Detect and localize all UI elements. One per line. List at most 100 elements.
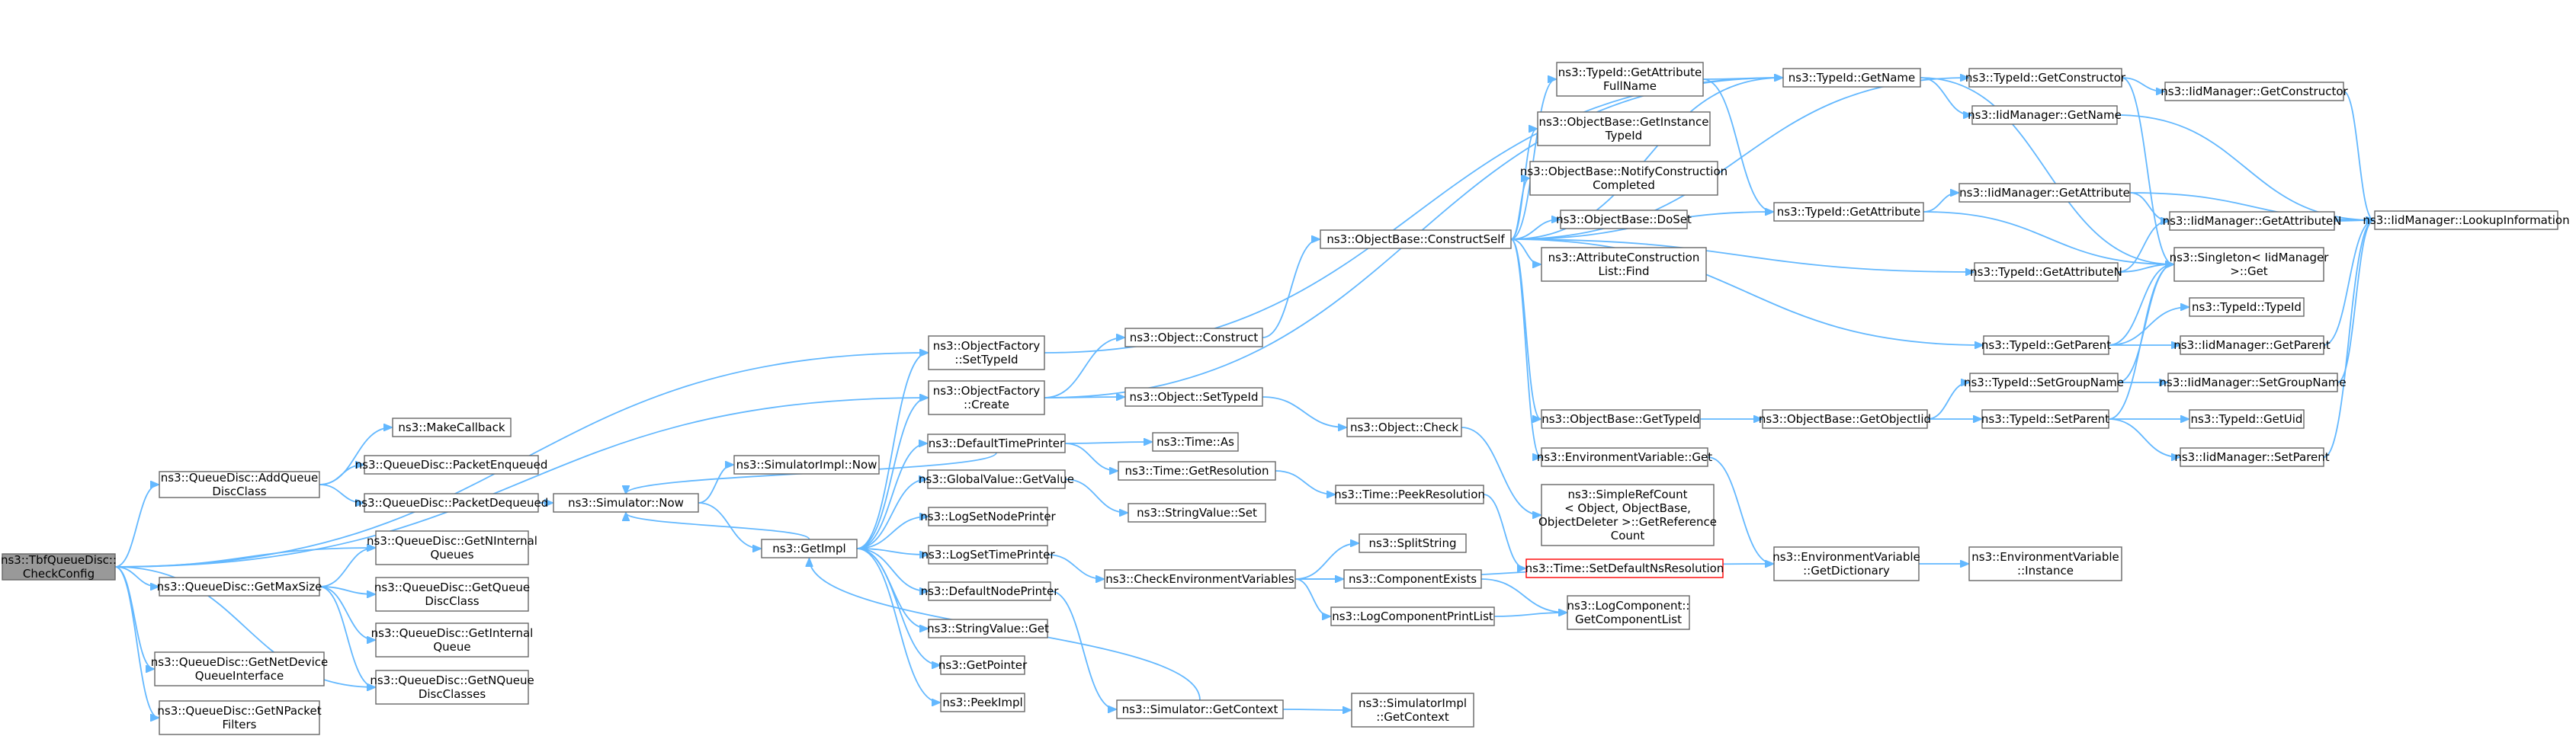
edge-deftime-to-timeas bbox=[1064, 442, 1152, 443]
node-tidtid[interactable]: ns3::TypeId::TypeId bbox=[2189, 297, 2305, 317]
edge-getimpl-to-deftime bbox=[856, 443, 927, 549]
node-label: ns3::ObjectBase::DoSet bbox=[1556, 213, 1692, 226]
edge-line bbox=[1461, 427, 1541, 515]
node-mkcb[interactable]: ns3::MakeCallback bbox=[392, 418, 512, 437]
edge-tidgetcons-to-iidgetcons bbox=[2121, 77, 2164, 91]
node-deftime[interactable]: ns3::DefaultTimePrinter bbox=[927, 434, 1066, 453]
node-peekimpl[interactable]: ns3::PeekImpl bbox=[940, 693, 1025, 712]
node-objstid[interactable]: ns3::Object::SetTypeId bbox=[1124, 387, 1263, 407]
node-getptr[interactable]: ns3::GetPointer bbox=[938, 655, 1028, 675]
node-obgtid[interactable]: ns3::ObjectBase::GetTypeId bbox=[1541, 409, 1701, 429]
node-tidgetname[interactable]: ns3::TypeId::GetName bbox=[1782, 68, 1921, 88]
node-obconself[interactable]: ns3::ObjectBase::ConstructSelf bbox=[1320, 229, 1512, 249]
node-tidgetparent[interactable]: ns3::TypeId::GetParent bbox=[1981, 335, 2111, 355]
node-tidgetcons[interactable]: ns3::TypeId::GetConstructor bbox=[1965, 68, 2126, 88]
node-tidsetparent[interactable]: ns3::TypeId::SetParent bbox=[1981, 409, 2109, 429]
node-box bbox=[1968, 546, 2122, 581]
node-penq[interactable]: ns3::QueueDisc::PacketEnqueued bbox=[355, 455, 548, 475]
node-box bbox=[1981, 409, 2109, 429]
node-srcref[interactable]: ns3::SimpleRefCount< Object, ObjectBase,… bbox=[1538, 484, 1717, 546]
node-tidgetattrn[interactable]: ns3::TypeId::GetAttributeN bbox=[1970, 262, 2122, 282]
node-singleton[interactable]: ns3::Singleton< IidManager>::Get bbox=[2170, 247, 2330, 282]
node-envinst[interactable]: ns3::EnvironmentVariable::Instance bbox=[1968, 546, 2122, 581]
node-label: ns3::Object::Check bbox=[1350, 421, 1458, 434]
node-strvset[interactable]: ns3::StringValue::Set bbox=[1128, 503, 1266, 523]
node-netdev[interactable]: ns3::QueueDisc::GetNetDeviceQueueInterfa… bbox=[151, 651, 329, 686]
node-tidgetuid[interactable]: ns3::TypeId::GetUid bbox=[2189, 409, 2305, 429]
node-getmax[interactable]: ns3::QueueDisc::GetMaxSize bbox=[157, 577, 322, 597]
node-obgoiid[interactable]: ns3::ObjectBase::GetObjectIid bbox=[1759, 409, 1931, 429]
node-simimplctx[interactable]: ns3::SimulatorImpl::GetContext bbox=[1351, 693, 1474, 728]
node-getimpl[interactable]: ns3::GetImpl bbox=[761, 539, 858, 558]
node-compex[interactable]: ns3::ComponentExists bbox=[1343, 569, 1482, 589]
node-iidgetattr[interactable]: ns3::IidManager::GetAttribute bbox=[1958, 183, 2131, 203]
node-box bbox=[1762, 409, 1928, 429]
node-simimplnow[interactable]: ns3::SimulatorImpl::Now bbox=[733, 455, 880, 475]
node-iidgetcons[interactable]: ns3::IidManager::GetConstructor bbox=[2161, 82, 2349, 101]
node-objcons[interactable]: ns3::Object::Construct bbox=[1124, 328, 1263, 347]
node-ofcreate[interactable]: ns3::ObjectFactory::Create bbox=[928, 380, 1045, 415]
node-label: ns3::Simulator::Now bbox=[568, 496, 684, 510]
node-box bbox=[1782, 68, 1921, 88]
node-timeas[interactable]: ns3::Time::As bbox=[1152, 432, 1239, 452]
node-checkenv[interactable]: ns3::CheckEnvironmentVariables bbox=[1104, 569, 1296, 589]
node-iidsetgroup[interactable]: ns3::IidManager::SetGroupName bbox=[2159, 373, 2347, 392]
node-splitstr[interactable]: ns3::SplitString bbox=[1359, 533, 1467, 553]
node-defnode[interactable]: ns3::DefaultNodePrinter bbox=[921, 581, 1060, 601]
node-logcpl[interactable]: ns3::LogComponentPrintList bbox=[1330, 606, 1495, 626]
edge-timepeek-to-timesetdef bbox=[1483, 494, 1525, 568]
node-box bbox=[1359, 533, 1467, 553]
node-box bbox=[1969, 373, 2119, 392]
edge-root-to-addqdc bbox=[114, 485, 159, 568]
edge-line bbox=[1064, 443, 1118, 471]
node-envget[interactable]: ns3::EnvironmentVariable::Get bbox=[1537, 447, 1712, 467]
node-label: GetComponentList bbox=[1575, 613, 1682, 626]
node-obncc[interactable]: ns3::ObjectBase::NotifyConstructionCompl… bbox=[1520, 161, 1727, 196]
edge-addqdc-to-penq bbox=[319, 465, 364, 485]
node-timepeek[interactable]: ns3::Time::PeekResolution bbox=[1334, 485, 1485, 504]
edge-line bbox=[698, 502, 761, 549]
node-iidgetname[interactable]: ns3::IidManager::GetName bbox=[1968, 105, 2122, 125]
node-envdict[interactable]: ns3::EnvironmentVariable::GetDictionary bbox=[1772, 546, 1920, 581]
node-pdeq[interactable]: ns3::QueueDisc::PacketDequeued bbox=[354, 493, 549, 513]
edge-objcheck-to-srcref bbox=[1461, 427, 1541, 515]
node-root[interactable]: ns3::TbfQueueDisc::CheckConfig bbox=[1, 553, 117, 581]
node-obdoset[interactable]: ns3::ObjectBase::DoSet bbox=[1556, 210, 1692, 229]
node-iidgetattrn[interactable]: ns3::IidManager::GetAttributeN bbox=[2163, 211, 2342, 231]
node-tidgetattr[interactable]: ns3::TypeId::GetAttribute bbox=[1773, 202, 1924, 222]
edge-root-to-ofcreate bbox=[114, 398, 928, 568]
node-tidsetgroup[interactable]: ns3::TypeId::SetGroupName bbox=[1964, 373, 2124, 392]
node-objcheck[interactable]: ns3::Object::Check bbox=[1346, 418, 1462, 437]
node-simgetctx[interactable]: ns3::Simulator::GetContext bbox=[1116, 699, 1284, 719]
node-logstp[interactable]: ns3::LogSetTimePrinter bbox=[921, 545, 1055, 565]
node-box bbox=[1974, 262, 2119, 282]
node-timegetres[interactable]: ns3::Time::GetResolution bbox=[1118, 461, 1276, 481]
node-box bbox=[2169, 211, 2335, 231]
node-gvget[interactable]: ns3::GlobalValue::GetValue bbox=[919, 469, 1074, 489]
node-iidgetparent[interactable]: ns3::IidManager::GetParent bbox=[2173, 335, 2331, 355]
node-iidlookup[interactable]: ns3::IidManager::LookupInformation bbox=[2363, 210, 2570, 230]
node-iidsetparent[interactable]: ns3::IidManager::SetParent bbox=[2174, 447, 2330, 467]
node-simnow[interactable]: ns3::Simulator::Now bbox=[553, 493, 699, 513]
edge-simnow-to-simimplnow bbox=[698, 465, 733, 504]
node-label: ns3::EnvironmentVariable::Get bbox=[1537, 450, 1712, 464]
edge-line bbox=[1480, 578, 1567, 613]
node-box bbox=[928, 507, 1048, 526]
edge-iidgetcons-to-iidlookup bbox=[2343, 91, 2374, 220]
node-strvget[interactable]: ns3::StringValue::Get bbox=[927, 619, 1049, 638]
node-lcgcl[interactable]: ns3::LogComponent::GetComponentList bbox=[1567, 595, 1690, 630]
node-logsnp[interactable]: ns3::LogSetNodePrinter bbox=[920, 507, 1057, 526]
node-timesetdef[interactable]: ns3::Time::SetDefaultNsResolution bbox=[1525, 558, 1724, 578]
edge-line bbox=[1044, 338, 1124, 398]
node-ofsettid[interactable]: ns3::ObjectFactory::SetTypeId bbox=[928, 335, 1045, 370]
node-label: ns3::QueueDisc::GetNInternal bbox=[367, 534, 537, 548]
